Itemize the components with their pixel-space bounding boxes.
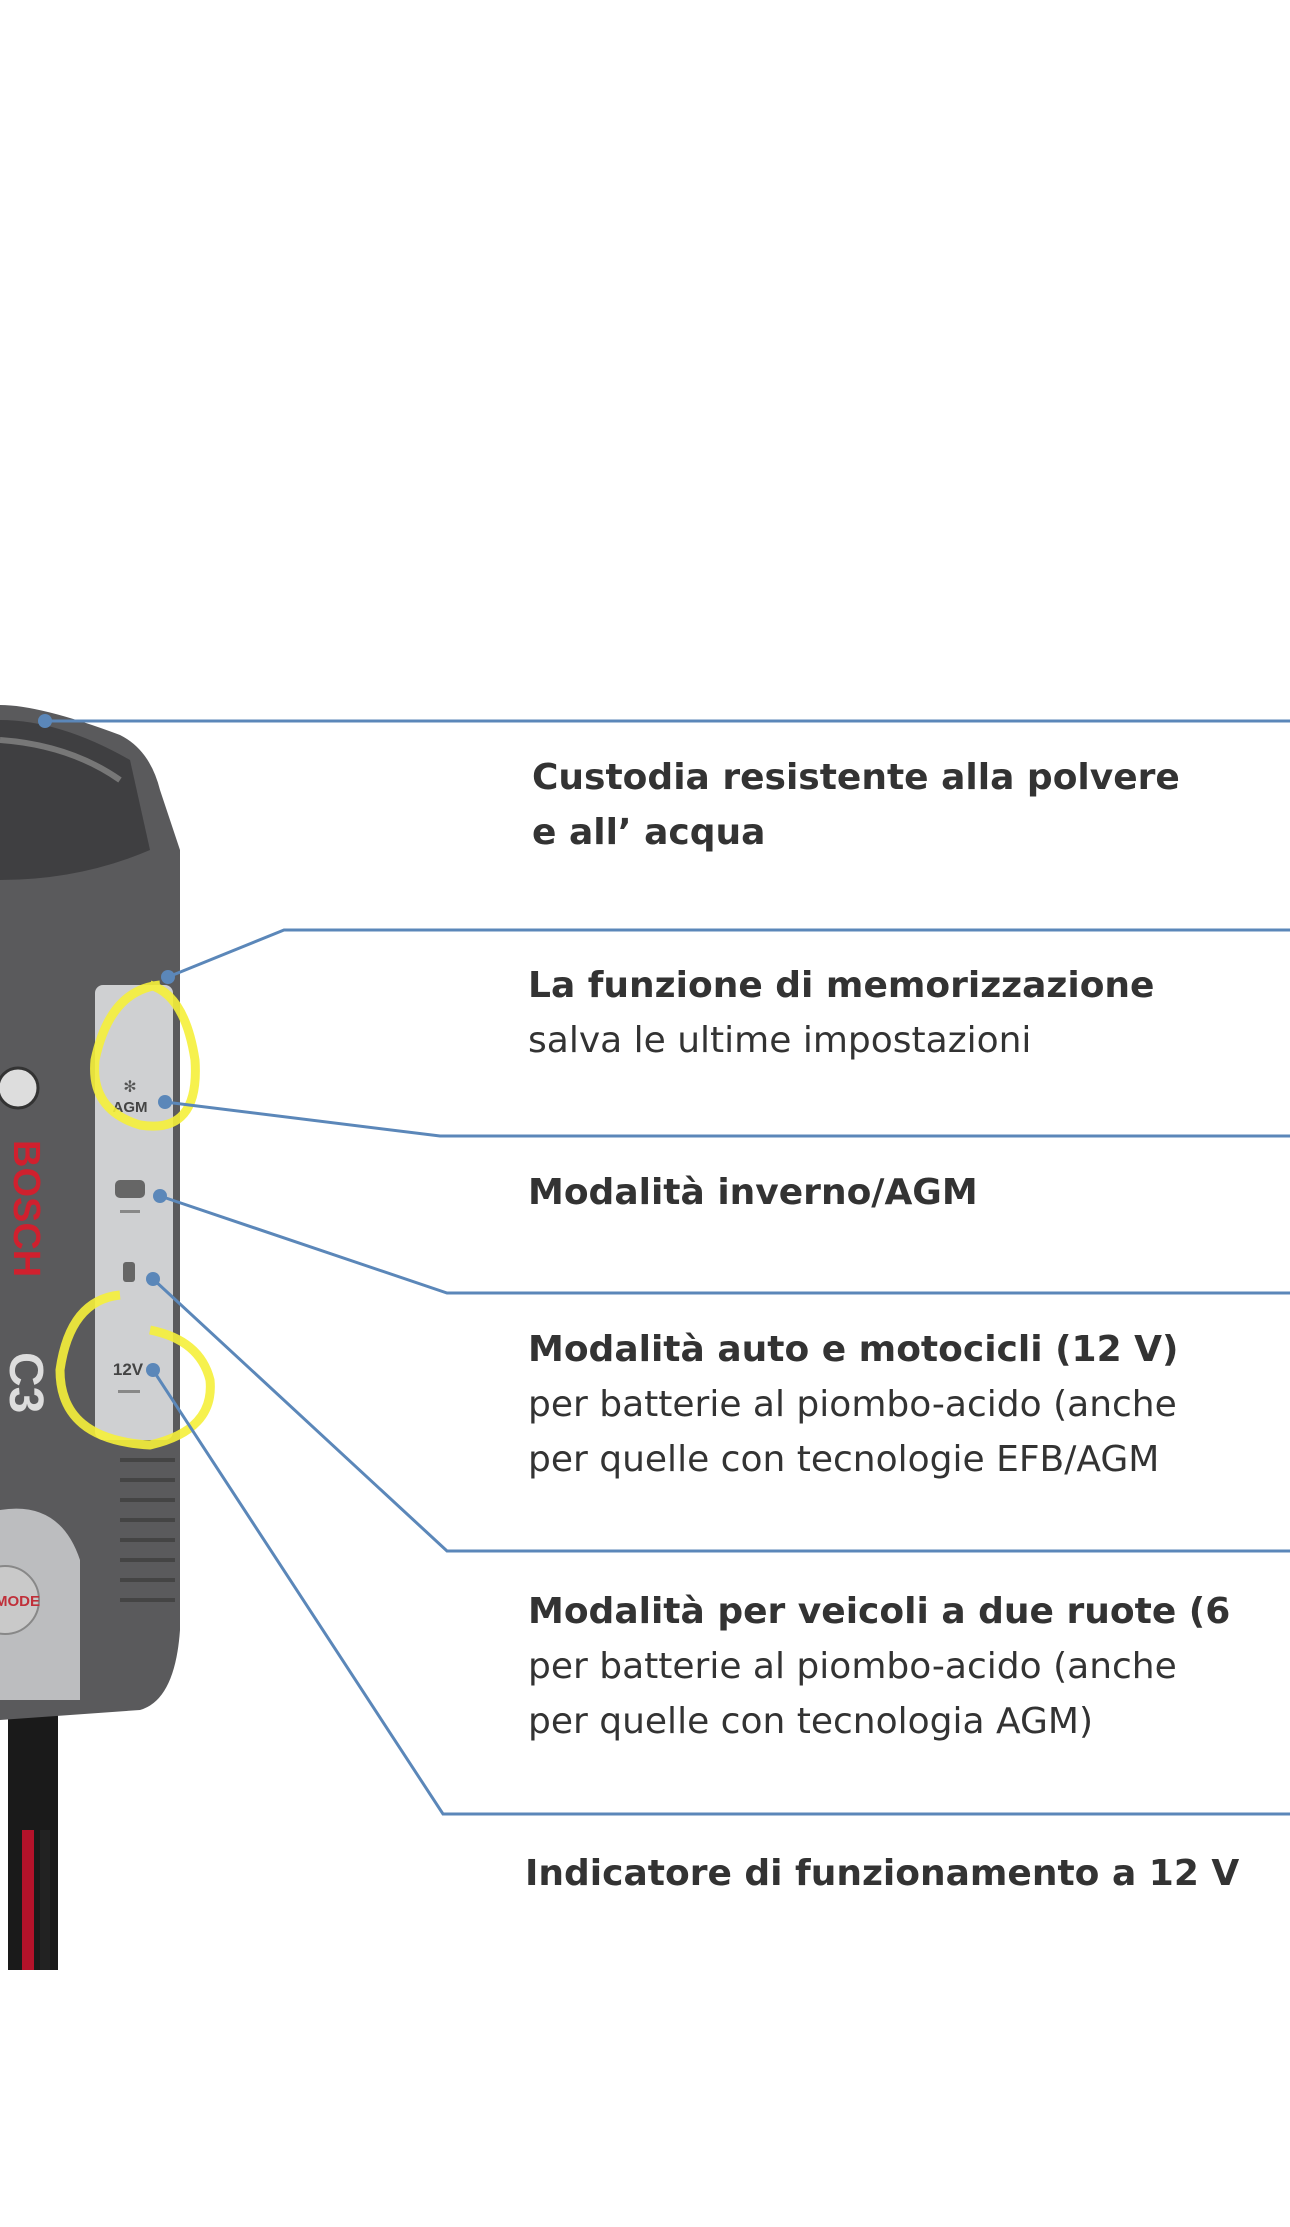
mode-button-label[interactable]: MODE bbox=[0, 1593, 40, 1610]
callout-title: La funzione di memorizzazione bbox=[528, 965, 1155, 1006]
callout-title: Modalità auto e motocicli (12 V) bbox=[528, 1329, 1179, 1370]
highlight-circle-agm bbox=[90, 980, 200, 1131]
callout-car-moto: Modalità auto e motocicli (12 V) per bat… bbox=[528, 1322, 1179, 1487]
callout-title: Custodia resistente alla polvere bbox=[532, 757, 1180, 798]
voltage-label: 12V bbox=[113, 1360, 144, 1379]
highlight-circle-12v bbox=[55, 1290, 215, 1450]
callout-title: Modalità inverno/AGM bbox=[528, 1172, 978, 1213]
motorcycle-icon bbox=[123, 1262, 135, 1282]
bosch-logo bbox=[0, 1066, 40, 1110]
mode-button bbox=[0, 1565, 40, 1635]
callout-winter-agm: Modalità inverno/AGM bbox=[528, 1165, 978, 1220]
car-icon bbox=[115, 1180, 145, 1198]
callout-12v-indicator: Indicatore di funzionamento a 12 V bbox=[525, 1846, 1239, 1901]
callout-title: e all’ acqua bbox=[532, 812, 766, 853]
callout-title: Indicatore di funzionamento a 12 V bbox=[525, 1853, 1240, 1894]
callout-desc: per quelle con tecnologia AGM) bbox=[528, 1701, 1094, 1742]
brand-text: BOSCH bbox=[5, 1140, 47, 1277]
callout-desc: salva le ultime impostazioni bbox=[528, 1020, 1032, 1061]
callout-desc: per quelle con tecnologie EFB/AGM bbox=[528, 1439, 1160, 1480]
callout-desc: per batterie al piombo-acido (anche bbox=[528, 1384, 1177, 1425]
callout-two-wheel: Modalità per veicoli a due ruote (6 per … bbox=[528, 1584, 1230, 1749]
callout-desc: per batterie al piombo-acido (anche bbox=[528, 1646, 1177, 1687]
model-text: C3 bbox=[0, 1352, 52, 1413]
callout-housing: Custodia resistente alla polvere e all’ … bbox=[532, 750, 1180, 860]
callout-title: Modalità per veicoli a due ruote (6 bbox=[528, 1591, 1231, 1632]
cable bbox=[8, 1700, 58, 1970]
leader-dots bbox=[38, 714, 175, 1377]
leader-lines bbox=[45, 719, 1290, 1816]
svg-text:✻: ✻ bbox=[123, 1077, 136, 1096]
callout-memory: La funzione di memorizzazione salva le u… bbox=[528, 958, 1154, 1068]
charger-body bbox=[0, 705, 180, 1720]
